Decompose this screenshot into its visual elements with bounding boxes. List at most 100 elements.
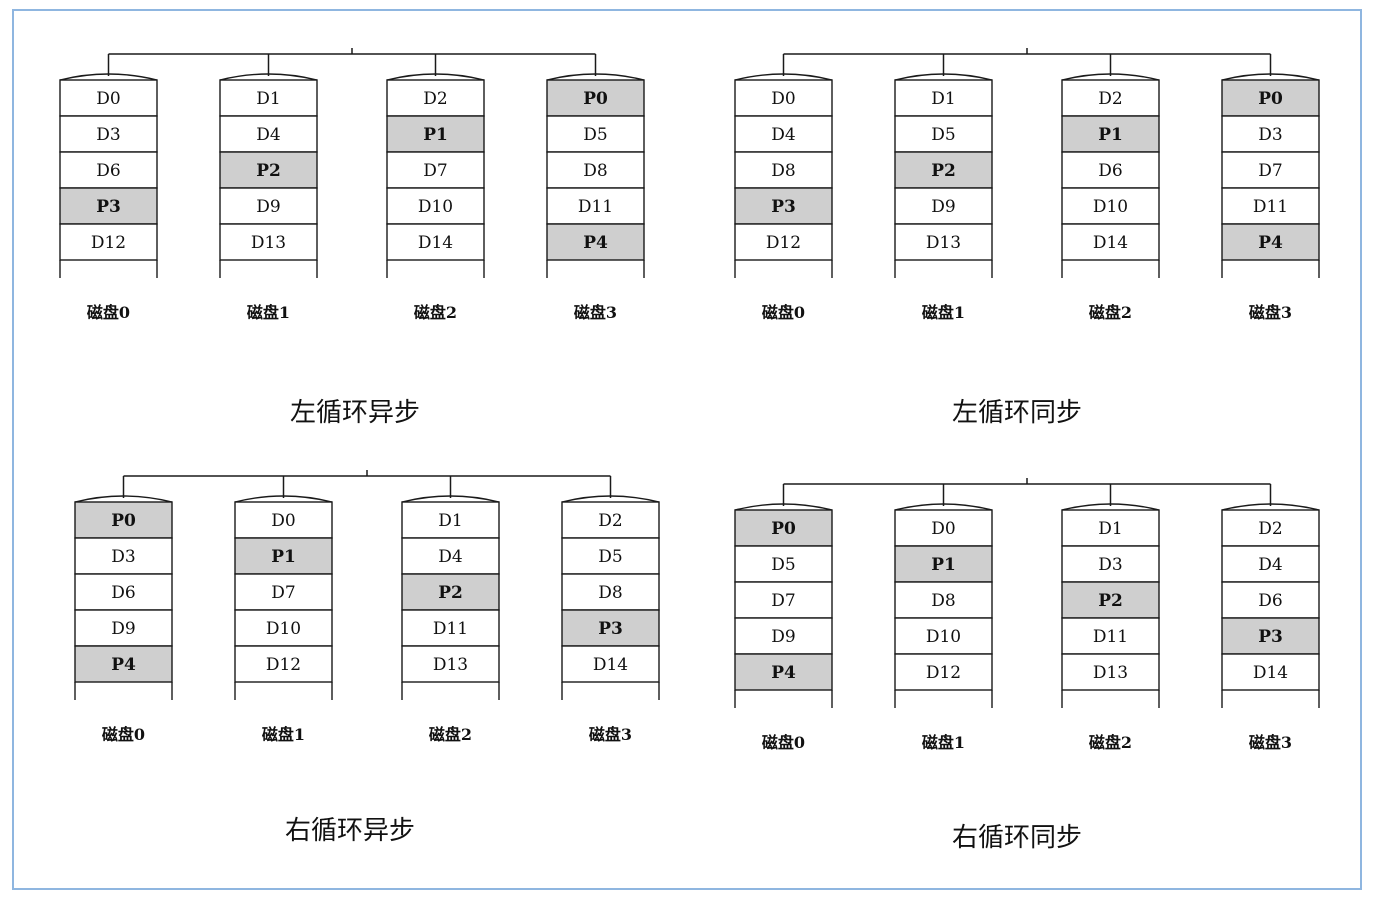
- block-label: P3: [96, 197, 121, 217]
- data-block: [1061, 509, 1160, 547]
- block-label: D11: [433, 619, 468, 639]
- block-label: D0: [96, 89, 120, 109]
- disk-label: 磁盘1: [247, 303, 290, 322]
- raid-diagram-right-async: P0D3D6D9P4磁盘0D0P1D7D10D12磁盘1D1D4P2D11D13…: [74, 470, 660, 744]
- data-block: [734, 151, 833, 189]
- block-label: D8: [598, 583, 622, 603]
- block-label: D3: [111, 547, 135, 567]
- block-label: D13: [251, 233, 286, 253]
- disk-array: P0D3D6D9P4磁盘0D0P1D7D10D12磁盘1D1D4P2D11D13…: [74, 470, 660, 744]
- data-block: [59, 79, 158, 117]
- block-label: P0: [771, 519, 796, 539]
- parity-block: [561, 609, 660, 647]
- data-block: [734, 545, 833, 583]
- data-block: [894, 653, 993, 691]
- block-label: D14: [418, 233, 453, 253]
- disk-label: 磁盘0: [102, 725, 145, 744]
- block-label: D0: [771, 89, 795, 109]
- data-block: [561, 573, 660, 611]
- data-block: [546, 187, 645, 225]
- block-label: D14: [1253, 663, 1288, 683]
- disk-cap: [1061, 503, 1160, 511]
- raid-diagram-right-sync: P0D5D7D9P4磁盘0D0P1D8D10D12磁盘1D1D3P2D11D13…: [734, 478, 1320, 752]
- block-label: D3: [1098, 555, 1122, 575]
- disk-label: 磁盘2: [414, 303, 457, 322]
- caption-left-async: 左循环异步: [290, 398, 421, 428]
- parity-block: [734, 653, 833, 691]
- block-label: D1: [438, 511, 462, 531]
- data-block: [219, 223, 318, 261]
- data-block: [1221, 581, 1320, 619]
- block-label: D7: [271, 583, 295, 603]
- data-block: [59, 223, 158, 261]
- data-block: [1221, 509, 1320, 547]
- data-block: [401, 645, 500, 683]
- parity-block: [734, 187, 833, 225]
- block-label: D9: [256, 197, 280, 217]
- disk-cap: [74, 495, 173, 503]
- data-block: [74, 609, 173, 647]
- block-label: D8: [771, 161, 795, 181]
- data-block: [561, 645, 660, 683]
- disk-cap: [1221, 73, 1320, 81]
- block-label: D0: [271, 511, 295, 531]
- block-label: D2: [423, 89, 447, 109]
- block-label: D2: [598, 511, 622, 531]
- data-block: [1221, 187, 1320, 225]
- disk-label: 磁盘2: [1089, 303, 1132, 322]
- data-block: [546, 151, 645, 189]
- block-label: D11: [578, 197, 613, 217]
- data-block: [234, 645, 333, 683]
- data-block: [1221, 151, 1320, 189]
- disk-label: 磁盘2: [1089, 733, 1132, 752]
- block-label: D4: [438, 547, 462, 567]
- block-label: D4: [771, 125, 795, 145]
- block-label: D5: [771, 555, 795, 575]
- parity-block: [74, 645, 173, 683]
- data-block: [1221, 115, 1320, 153]
- disk-cap: [1061, 73, 1160, 81]
- parity-block: [1221, 617, 1320, 655]
- block-label: P4: [771, 663, 796, 683]
- data-block: [734, 115, 833, 153]
- block-label: P3: [771, 197, 796, 217]
- block-label: D5: [931, 125, 955, 145]
- data-block: [894, 187, 993, 225]
- block-label: D12: [926, 663, 961, 683]
- block-label: D7: [1258, 161, 1282, 181]
- block-label: P0: [1258, 89, 1283, 109]
- data-block: [1221, 653, 1320, 691]
- data-block: [234, 501, 333, 539]
- data-block: [734, 581, 833, 619]
- block-label: P4: [1258, 233, 1283, 253]
- disk-array: D0D3D6P3D12磁盘0D1D4P2D9D13磁盘1D2P1D7D10D14…: [59, 48, 645, 322]
- block-label: D13: [926, 233, 961, 253]
- block-label: P2: [1098, 591, 1123, 611]
- disk-cap: [561, 495, 660, 503]
- data-block: [734, 223, 833, 261]
- caption-left-sync: 左循环同步: [952, 398, 1083, 428]
- block-label: D10: [1093, 197, 1128, 217]
- block-label: P1: [1098, 125, 1123, 145]
- block-label: D6: [96, 161, 120, 181]
- block-label: D9: [771, 627, 795, 647]
- block-label: D7: [771, 591, 795, 611]
- disk-label: 磁盘3: [1249, 303, 1292, 322]
- block-label: D3: [96, 125, 120, 145]
- parity-block: [1061, 115, 1160, 153]
- data-block: [894, 581, 993, 619]
- raid-diagram-left-sync: D0D4D8P3D12磁盘0D1D5P2D9D13磁盘1D2P1D6D10D14…: [734, 48, 1320, 322]
- block-label: P4: [111, 655, 136, 675]
- block-label: D12: [766, 233, 801, 253]
- block-label: D3: [1258, 125, 1282, 145]
